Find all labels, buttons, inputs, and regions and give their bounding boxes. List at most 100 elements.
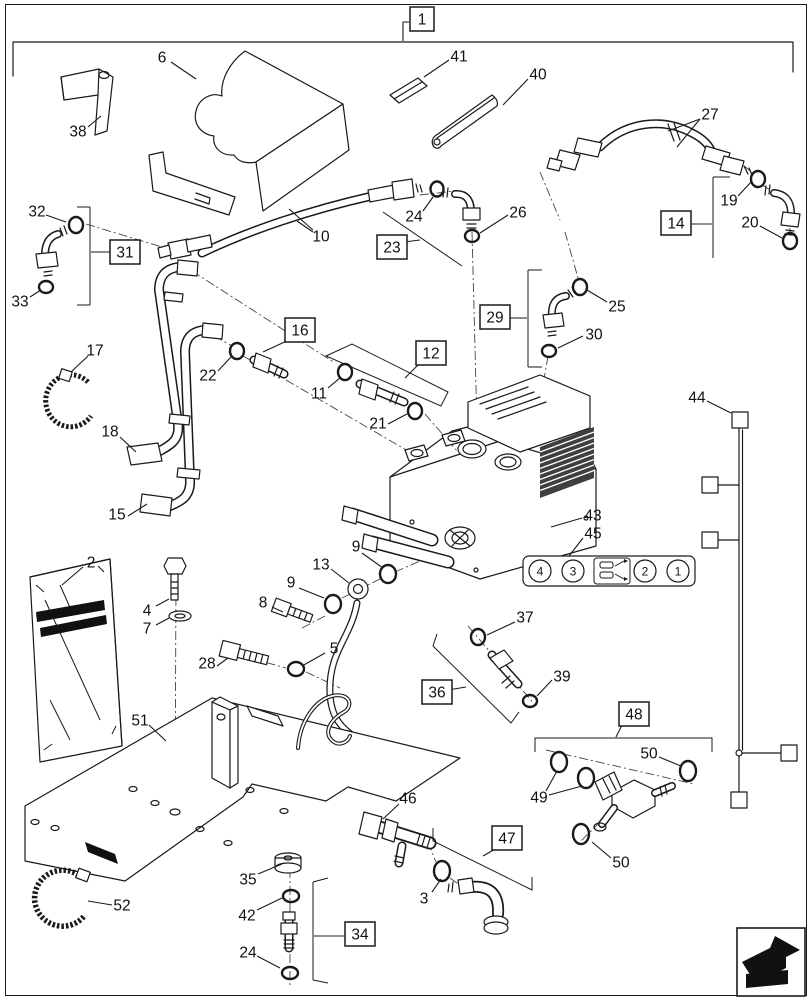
instruction-bag-2 (29, 558, 123, 763)
svg-text:7: 7 (143, 621, 152, 638)
callout-25: 25 (586, 289, 626, 316)
callout-19: 19 (720, 180, 753, 210)
bolt-4-washer-7 (163, 557, 192, 622)
svg-text:11: 11 (311, 386, 327, 403)
svg-text:2: 2 (87, 555, 96, 572)
svg-text:4: 4 (143, 603, 152, 620)
svg-text:10: 10 (312, 229, 330, 246)
callout-49: 49 (530, 770, 583, 807)
svg-text:40: 40 (529, 67, 547, 84)
callout-8: 8 (259, 595, 284, 613)
svg-text:49: 49 (530, 790, 547, 807)
svg-text:16: 16 (291, 323, 308, 340)
svg-text:18: 18 (101, 424, 118, 441)
svg-text:37: 37 (516, 610, 533, 627)
callout-50: 50 (640, 746, 682, 767)
svg-text:9: 9 (352, 539, 361, 556)
callout-47: 47 (482, 825, 523, 857)
control-valve-43 (341, 374, 597, 580)
callout-28: 28 (198, 656, 229, 673)
decal-number-4: 4 (537, 565, 544, 579)
svg-text:5: 5 (330, 641, 339, 658)
svg-text:14: 14 (667, 216, 685, 233)
svg-text:48: 48 (625, 707, 642, 724)
callout-41: 41 (423, 49, 468, 78)
spool-direction-icons (599, 559, 628, 581)
callout-51: 51 (131, 713, 167, 742)
callout-45: 45 (568, 526, 602, 557)
elbow-group-47 (432, 828, 533, 935)
decal-number-2: 2 (642, 565, 649, 579)
svg-text:42: 42 (238, 908, 255, 925)
svg-text:26: 26 (509, 205, 526, 222)
svg-text:47: 47 (498, 831, 515, 848)
callout-4: 4 (143, 598, 170, 620)
svg-text:28: 28 (198, 656, 215, 673)
callout-14: 14 (660, 210, 712, 236)
callout-9: 9 (352, 539, 384, 569)
decal-number-3: 3 (570, 565, 577, 579)
tee-group-48 (534, 737, 713, 846)
callout-10: 10 (288, 208, 330, 246)
elbow-fitting-26 (429, 180, 481, 244)
tee-fitting-46 (358, 811, 437, 868)
cover-part-6 (148, 50, 350, 216)
svg-text:50: 50 (612, 855, 630, 872)
callout-43: 43 (550, 508, 602, 528)
callout-39: 39 (536, 669, 571, 697)
svg-text:21: 21 (369, 416, 386, 433)
svg-text:9: 9 (287, 575, 296, 592)
svg-text:17: 17 (86, 343, 103, 360)
callout-2: 2 (61, 555, 96, 586)
elbow-group-31 (35, 215, 85, 295)
callout-42: 42 (238, 897, 283, 925)
svg-text:36: 36 (428, 685, 445, 702)
callout-23: 23 (376, 234, 421, 260)
svg-text:25: 25 (608, 299, 625, 316)
callout-20: 20 (741, 215, 783, 239)
svg-text:19: 19 (720, 193, 737, 210)
svg-text:23: 23 (383, 240, 400, 257)
svg-text:32: 32 (28, 204, 45, 221)
tube-part-40 (431, 94, 499, 149)
callout-15: 15 (108, 503, 148, 524)
spool-decal-45: 4 3 2 1 (522, 555, 696, 587)
elbow-fitting-19-20 (749, 169, 801, 251)
callout-7: 7 (143, 617, 170, 638)
svg-text:29: 29 (486, 310, 503, 327)
svg-text:12: 12 (422, 346, 439, 363)
callout-17: 17 (70, 343, 104, 373)
svg-text:41: 41 (450, 49, 467, 66)
callout-18: 18 (101, 424, 137, 453)
svg-text:3: 3 (420, 891, 429, 908)
svg-text:30: 30 (585, 327, 603, 344)
svg-text:51: 51 (131, 713, 148, 730)
svg-text:20: 20 (741, 215, 759, 232)
svg-text:15: 15 (108, 507, 125, 524)
callout-16: 16 (262, 317, 316, 353)
hose-clamp-52 (31, 867, 91, 929)
callout-50: 50 (591, 841, 630, 872)
callout-13: 13 (312, 557, 350, 584)
callout-5: 5 (301, 641, 339, 667)
svg-text:24: 24 (239, 945, 257, 962)
decal-number-1: 1 (675, 565, 682, 579)
callout-44: 44 (688, 390, 732, 414)
svg-text:43: 43 (584, 508, 601, 525)
svg-text:8: 8 (259, 595, 268, 612)
callout-1: 1 (402, 6, 435, 41)
callout-34: 34 (314, 921, 376, 947)
callout-33: 33 (11, 289, 42, 311)
bent-pin-part-38 (60, 68, 114, 136)
svg-text:39: 39 (553, 669, 570, 686)
callout-36: 36 (421, 679, 467, 705)
callout-11: 11 (311, 376, 342, 403)
svg-text:45: 45 (584, 526, 601, 543)
callout-40: 40 (502, 67, 547, 106)
svg-text:6: 6 (158, 50, 167, 67)
elbow-group-29 (540, 277, 589, 359)
callout-30: 30 (557, 327, 603, 349)
callout-12: 12 (404, 340, 447, 379)
